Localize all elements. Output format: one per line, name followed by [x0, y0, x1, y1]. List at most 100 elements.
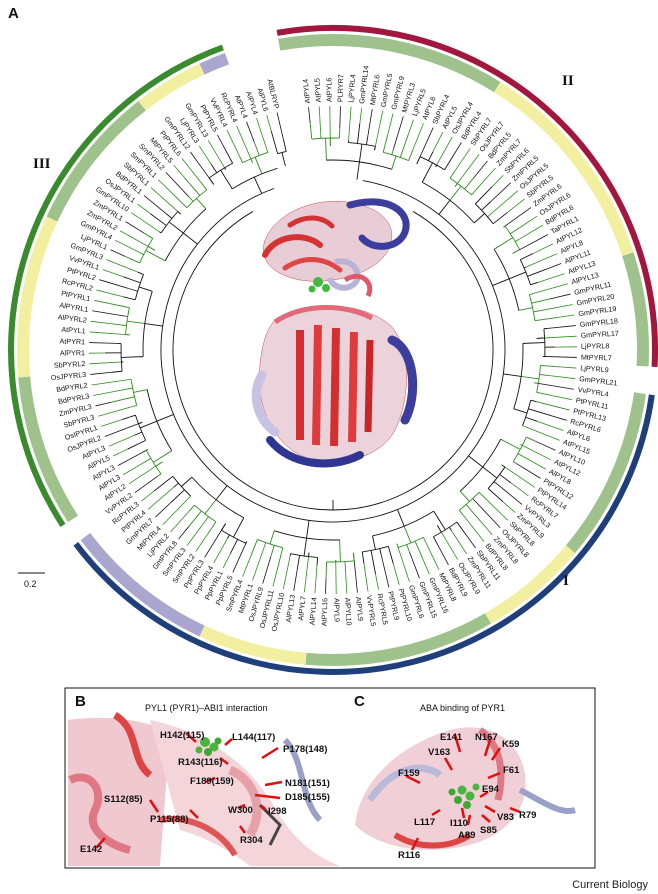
- svg-text:0.2: 0.2: [24, 579, 37, 589]
- leaf-label: LjPYRL4: [346, 74, 357, 103]
- internal-branch: [492, 278, 510, 286]
- leaf-label: AtPYL4: [301, 79, 312, 104]
- internal-branch: [250, 158, 253, 163]
- leaf-label: AlPYL13: [284, 594, 297, 623]
- internal-branch: [157, 473, 162, 477]
- internal-branch: [504, 225, 521, 250]
- internal-branch: [530, 399, 537, 403]
- leaf-branch: [114, 239, 141, 254]
- leaf-branch: [101, 419, 123, 427]
- internal-branch: [138, 286, 153, 292]
- internal-branch: [487, 488, 504, 503]
- internal-branch: [522, 342, 545, 344]
- internal-branch: [196, 198, 207, 210]
- residue-label: F159: [398, 768, 420, 779]
- internal-branch: [145, 250, 166, 262]
- internal-branch: [533, 310, 540, 313]
- internal-branch: [513, 408, 528, 414]
- scale-bar: 0.2: [18, 572, 45, 589]
- internal-branch: [540, 364, 561, 368]
- leaf-branch: [510, 482, 529, 497]
- internal-branch: [221, 523, 227, 531]
- internal-branch: [475, 186, 493, 205]
- leaf-branch: [339, 106, 341, 129]
- leaf-label: AtPYL1: [61, 325, 86, 336]
- internal-branch: [396, 543, 399, 548]
- leaf-branch: [393, 116, 404, 150]
- internal-branch: [444, 155, 454, 170]
- internal-branch: [233, 517, 245, 538]
- leaf-branch: [318, 106, 322, 135]
- internal-branch: [155, 461, 163, 467]
- leaf-branch: [363, 563, 369, 592]
- residue-label: W300: [228, 805, 253, 816]
- leaf-branch: [226, 130, 240, 156]
- internal-branch: [421, 181, 475, 224]
- internal-branch: [518, 307, 533, 311]
- leaf-branch: [345, 571, 348, 594]
- internal-branch: [207, 521, 217, 534]
- internal-branch: [459, 438, 502, 492]
- leaf-branch: [95, 401, 112, 407]
- leaf-label: SbPYRL2: [54, 359, 86, 370]
- leaf-branch: [123, 463, 143, 476]
- leaf-branch: [236, 125, 253, 163]
- leaf-branch: [367, 109, 373, 137]
- internal-branch: [352, 552, 355, 561]
- internal-branch: [428, 151, 434, 161]
- internal-branch: [188, 510, 202, 527]
- residue-label: I110: [450, 818, 468, 829]
- internal-branch: [134, 431, 143, 436]
- leaf-branch: [532, 243, 553, 254]
- residue-label: E94: [482, 784, 500, 795]
- leaf-label: GmPYRL21: [579, 374, 618, 387]
- residue-label: P115(88): [150, 814, 189, 825]
- internal-branch: [120, 387, 133, 391]
- leaf-label: AtPYL5: [312, 78, 322, 103]
- clade-i-band: [73, 394, 655, 675]
- leaf-branch: [547, 325, 576, 329]
- leaf-branch: [536, 401, 570, 411]
- internal-branch: [416, 156, 421, 165]
- internal-branch: [528, 408, 552, 417]
- leaf-branch: [490, 182, 511, 203]
- internal-branch: [530, 281, 539, 286]
- leaf-branch: [396, 543, 410, 582]
- leaf-branch: [157, 179, 175, 196]
- leaf-branch: [137, 203, 151, 214]
- residue-label: F189(159): [190, 776, 234, 787]
- residue-label: D185(155): [285, 792, 330, 803]
- internal-branch: [503, 373, 522, 377]
- leaf-branch: [374, 111, 384, 151]
- leaf-branch: [437, 545, 449, 566]
- internal-branch: [126, 320, 145, 325]
- leaf-branch: [522, 425, 560, 441]
- internal-branch: [181, 476, 193, 487]
- internal-branch: [204, 499, 217, 515]
- leaf-branch: [432, 131, 444, 152]
- leaf-branch: [516, 463, 541, 479]
- leaf-branch: [110, 249, 126, 257]
- panel-b-title: PYL1 (PYR1)–ABI1 interaction: [145, 703, 268, 713]
- leaf-label: AtPYR1: [59, 337, 85, 347]
- leaf-label: AtPYL7: [296, 596, 308, 621]
- internal-branch: [358, 143, 363, 162]
- subgroup-band-0: [278, 34, 501, 93]
- internal-branch: [536, 391, 551, 396]
- leaf-label: LjPYRL8: [581, 341, 609, 350]
- leaf-branch: [276, 112, 284, 140]
- internal-branch: [512, 249, 520, 254]
- internal-branch: [130, 404, 137, 408]
- internal-branch: [520, 444, 523, 446]
- leaf-branch: [293, 569, 298, 591]
- internal-branch: [253, 176, 263, 194]
- protein-structure-ribbon: [251, 198, 418, 468]
- leaf-branch: [502, 501, 516, 513]
- residue-label: N167: [475, 732, 498, 743]
- internal-branch: [513, 461, 517, 465]
- internal-branch: [281, 152, 286, 167]
- internal-branch: [493, 237, 514, 250]
- internal-branch: [164, 208, 207, 262]
- leaf-branch: [452, 142, 462, 157]
- leaf-branch: [90, 371, 113, 375]
